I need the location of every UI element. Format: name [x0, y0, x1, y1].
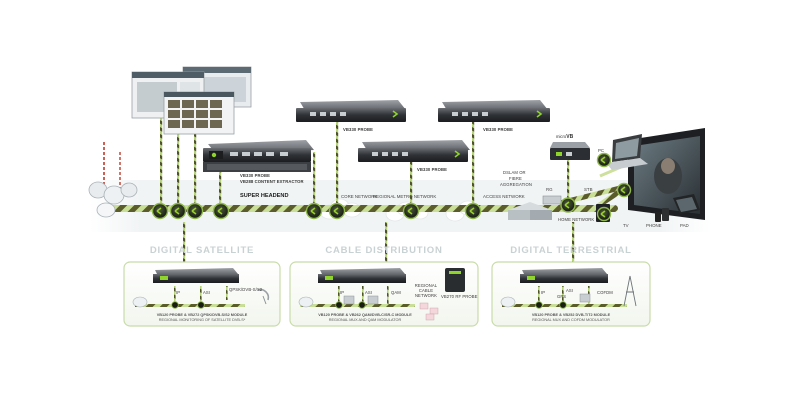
sat-caption-2: REGIONAL MONITORING OF SATELLITE DVB-S* — [158, 318, 246, 322]
phone-icon — [655, 208, 669, 222]
cab-rf-probe-label: VB270 RF PROBE — [441, 294, 478, 299]
ter-caption-2: REGIONAL MUX AND COFDM MODULATOR — [532, 318, 610, 322]
sat-caption-1: VB120 PROBE & VB272 QPSK/DVB-S/S2 MODULE — [156, 313, 248, 317]
cab-caption-1: VB120 PROBE & VB262 QAM/DVB-C/SR-C MODUL… — [318, 313, 412, 317]
label-core-network: CORE NETWORK — [341, 194, 378, 199]
micro-vb-device — [550, 142, 590, 160]
node — [186, 202, 204, 220]
segment-title-cable: CABLE DISTRIBUTION — [325, 245, 443, 256]
sat-rf-label: QPSK/DVB-S/S2 — [229, 287, 263, 292]
node — [212, 202, 230, 220]
label-tv: TV — [623, 223, 629, 228]
ter-gps-label: GPS — [557, 294, 567, 299]
node — [169, 202, 187, 220]
panel-satellite — [123, 261, 281, 327]
panel-terrestrial — [491, 261, 651, 327]
label-access-network: ACCESS NETWORK — [483, 194, 525, 199]
node — [328, 202, 346, 220]
cab-qam-label: QAM — [391, 290, 401, 295]
rack-probe-1 — [296, 100, 406, 122]
node — [596, 206, 612, 222]
label-vb330-2: VB330 PROBE — [417, 167, 447, 172]
ter-ip-label: IP — [541, 290, 546, 295]
label-aggregation: AGGREGATION — [500, 182, 532, 187]
label-rg: RG — [546, 187, 553, 192]
rack-probe-2 — [358, 140, 470, 162]
label-regional-metro: REGIONAL METRO NETWORK — [373, 194, 437, 199]
rack-probe-3 — [438, 100, 550, 122]
node — [151, 202, 169, 220]
cab-network-label: REGIONAL CABLE NETWORK — [414, 283, 438, 298]
label-home-network: HOME NETWORK — [558, 217, 595, 222]
ter-cofdm-label: COFDM — [597, 290, 613, 295]
node — [305, 202, 323, 220]
label-vb330-3: VB330 PROBE — [483, 127, 513, 132]
rack-headend — [203, 140, 314, 172]
cab-ip-label: IP — [340, 290, 345, 295]
segment-title-terrestrial: DIGITAL TERRESTRIAL — [510, 245, 632, 256]
pad-icon — [673, 194, 700, 214]
label-vb288: VB288 CONTENT EXTRACTOR — [240, 179, 304, 184]
satellite-dish-icon — [88, 142, 138, 218]
network-nodes — [151, 152, 632, 222]
vertical-cables — [160, 108, 575, 266]
segment-title-satellite: DIGITAL SATELLITE — [149, 245, 255, 256]
node — [596, 152, 612, 168]
label-super-headend: SUPER HEADEND — [240, 193, 289, 199]
node — [560, 197, 576, 213]
dslam-box — [508, 195, 562, 220]
cab-caption-2: REGIONAL MUX AND QAM MODULATOR — [328, 318, 402, 322]
label-fibre: FIBRE — [509, 176, 522, 181]
label-dslam: DSLAM OR — [503, 170, 526, 175]
label-vb330-main: VB330 PROBE — [240, 173, 270, 178]
node — [402, 202, 420, 220]
node — [616, 182, 632, 198]
node — [464, 202, 482, 220]
cab-asi-label: ASI — [365, 290, 373, 295]
label-pad: PAD — [680, 223, 689, 228]
label-phone: PHONE — [646, 223, 662, 228]
label-vb330-1: VB330 PROBE — [343, 127, 373, 132]
monitoring-screens — [131, 66, 252, 135]
sat-ip-label: IP — [176, 290, 181, 295]
label-stb: STB — [584, 187, 593, 192]
ter-caption-1: VB120 PROBE & VB252 DVB-T/T2 MODULE — [531, 313, 611, 317]
label-pc: PC — [598, 148, 605, 153]
panel-cable — [289, 261, 479, 327]
label-micro-vb: microVB — [556, 134, 574, 140]
ter-asi-label: ASI — [566, 288, 574, 293]
sat-asi-label: ASI — [203, 290, 211, 295]
laptop-icon — [606, 134, 648, 170]
